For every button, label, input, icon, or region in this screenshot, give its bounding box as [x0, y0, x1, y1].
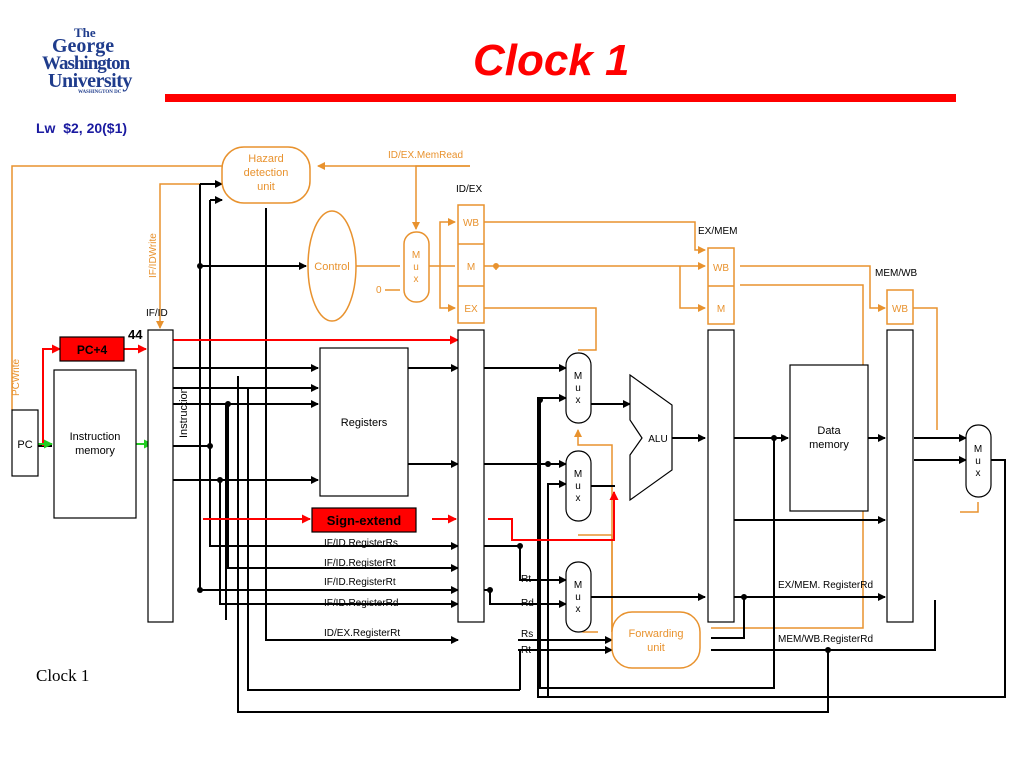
control-unit: Control: [307, 210, 357, 322]
svg-text:M: M: [574, 580, 582, 591]
logo-line: WASHINGTON DC: [78, 90, 122, 95]
pc-register: PC: [11, 409, 39, 477]
memread-label: ID/EX.MemRead: [388, 150, 463, 161]
ifid-label: IF/ID: [146, 308, 168, 319]
exmem-label: EX/MEM: [698, 226, 737, 237]
black-datapath-wires: [38, 180, 1006, 713]
idex-control-fields: WB M EX: [457, 204, 485, 324]
svg-text:EX/MEM. RegisterRd: EX/MEM. RegisterRd: [778, 580, 873, 591]
svg-text:M: M: [412, 250, 420, 261]
svg-text:Rt: Rt: [521, 645, 531, 656]
wire-junction: [493, 263, 499, 269]
svg-text:memory: memory: [809, 439, 849, 451]
svg-text:x: x: [576, 604, 581, 615]
pcwrite-label: PCWrite: [11, 359, 22, 396]
svg-text:M: M: [467, 262, 475, 273]
hazard-label: Hazard: [248, 153, 283, 165]
instruction-bus-label: Instruction: [178, 387, 190, 438]
svg-text:M: M: [717, 304, 725, 315]
data-memory: Data memory: [789, 364, 869, 512]
svg-text:IF/ID.RegisterRt: IF/ID.RegisterRt: [324, 558, 396, 569]
zero-label: 0: [376, 285, 382, 296]
svg-text:M: M: [974, 444, 982, 455]
svg-text:Sign-extend: Sign-extend: [327, 513, 401, 528]
svg-text:x: x: [576, 493, 581, 504]
register-field-labels: IF/ID.RegisterRs IF/ID.RegisterRt IF/ID.…: [324, 538, 873, 656]
logo-line: George: [52, 35, 115, 57]
svg-text:Instruction: Instruction: [70, 431, 121, 443]
university-logo: The George Washington University WASHING…: [38, 26, 164, 98]
idex-label: ID/EX: [456, 184, 482, 195]
svg-text:Rs: Rs: [521, 629, 533, 640]
footer-label: Clock 1: [36, 666, 90, 685]
svg-text:Registers: Registers: [341, 417, 388, 429]
title-rule: [165, 94, 956, 102]
register-file: Registers: [319, 347, 409, 497]
svg-text:WB: WB: [713, 263, 729, 274]
writeback-mux: M u x: [965, 424, 992, 498]
svg-text:ALU: ALU: [648, 434, 667, 445]
svg-text:EX: EX: [464, 304, 478, 315]
hazard-label: unit: [257, 181, 275, 193]
exmem-control-fields: WB M: [707, 247, 735, 325]
hazard-detection-unit: Hazard detection unit: [221, 146, 311, 204]
exmem-register: [707, 329, 735, 623]
control-mux: M u x: [403, 231, 430, 303]
svg-text:M: M: [574, 469, 582, 480]
svg-text:PC: PC: [17, 439, 32, 451]
instruction-label: Lw $2, 20($1): [36, 120, 128, 136]
svg-text:u: u: [575, 481, 581, 492]
forwarding-unit: Forwarding unit: [611, 611, 701, 669]
ifid-register: [147, 329, 174, 623]
logo-line: University: [48, 70, 132, 92]
svg-text:Data: Data: [817, 425, 841, 437]
alu-input-mux-b: M u x: [565, 450, 592, 522]
svg-text:Rd: Rd: [521, 598, 534, 609]
svg-text:ID/EX.RegisterRt: ID/EX.RegisterRt: [324, 628, 400, 639]
svg-text:IF/ID.RegisterRt: IF/ID.RegisterRt: [324, 577, 396, 588]
svg-text:x: x: [414, 274, 419, 285]
alu-input-mux-a: M u x: [565, 352, 592, 424]
svg-text:unit: unit: [647, 642, 665, 654]
svg-text:PC+4: PC+4: [77, 343, 108, 357]
instruction-memory: Instruction memory: [53, 369, 137, 519]
svg-text:u: u: [575, 383, 581, 394]
red-highlight-wires: [42, 335, 619, 541]
memwb-label: MEM/WB: [875, 268, 918, 279]
svg-text:memory: memory: [75, 445, 115, 457]
svg-text:WB: WB: [463, 218, 479, 229]
control-label: Control: [314, 261, 349, 273]
svg-text:IF/ID.RegisterRd: IF/ID.RegisterRd: [324, 598, 398, 609]
svg-text:x: x: [976, 468, 981, 479]
pc-plus-4-box: PC+4: [59, 336, 125, 362]
svg-text:u: u: [413, 262, 419, 273]
logo-line: The: [74, 25, 96, 40]
svg-text:WB: WB: [892, 304, 908, 315]
sign-extend-box: Sign-extend: [311, 507, 417, 533]
memwb-register: [886, 329, 914, 623]
constant-label: 44: [128, 327, 143, 342]
svg-text:MEM/WB.RegisterRd: MEM/WB.RegisterRd: [778, 634, 873, 645]
slide-title: Clock 1: [473, 36, 630, 85]
svg-text:u: u: [975, 456, 981, 467]
svg-text:u: u: [575, 592, 581, 603]
alu: ALU: [629, 373, 673, 502]
svg-text:x: x: [576, 395, 581, 406]
regdst-mux: M u x: [565, 561, 592, 633]
hazard-label: detection: [244, 167, 289, 179]
logo-line: Washington: [42, 53, 130, 74]
memwb-control-fields: WB: [886, 289, 914, 325]
svg-text:Forwarding: Forwarding: [628, 628, 683, 640]
svg-text:IF/ID.RegisterRs: IF/ID.RegisterRs: [324, 538, 398, 549]
svg-text:Rt: Rt: [521, 574, 531, 585]
junction-dots: [197, 263, 831, 653]
idex-register: [457, 329, 485, 623]
ifidwrite-label: IF/IDWrite: [148, 233, 159, 278]
svg-text:M: M: [574, 371, 582, 382]
